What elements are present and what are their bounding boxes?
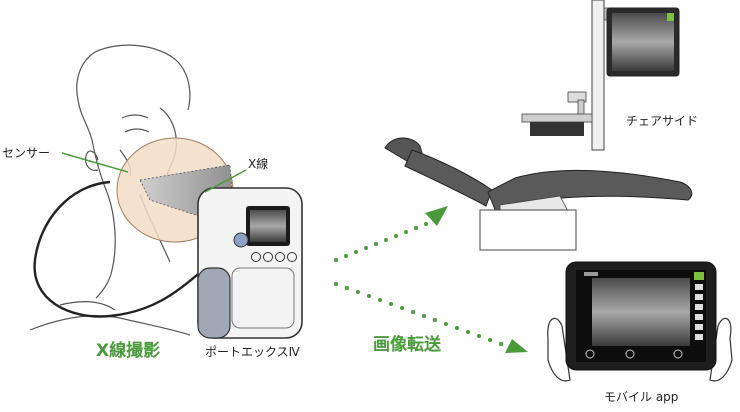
sensor-label: センサー: [2, 144, 50, 161]
chairside-label: チェアサイド: [626, 112, 698, 129]
xray-line-label: X線: [248, 155, 268, 172]
portable-xray-device: [198, 188, 302, 338]
device-name-label: ポートエックスⅣ: [205, 343, 300, 360]
mobile-tablet: [548, 262, 732, 381]
transfer-arrow-to-chair: [334, 206, 448, 262]
image-transfer-label: 画像転送: [373, 330, 441, 355]
xray-imaging-label: X線撮影: [96, 336, 160, 361]
mobile-app-label: モバイル app: [604, 388, 678, 405]
